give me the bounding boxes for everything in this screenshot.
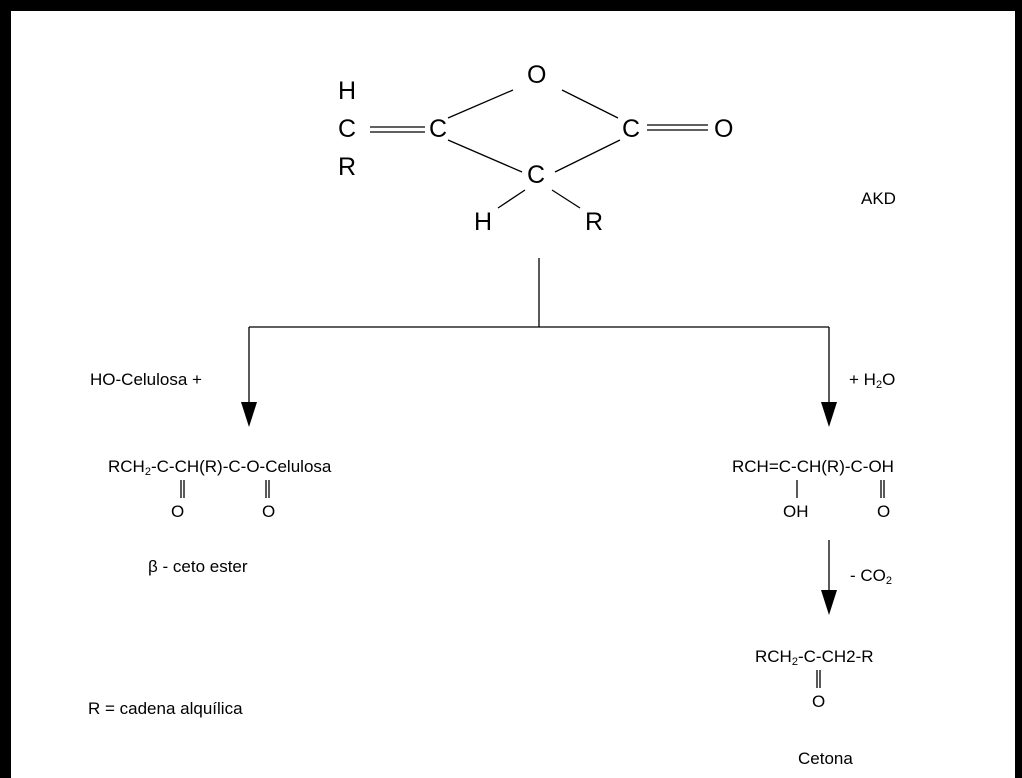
ester-carbonyl-2-o: O: [262, 502, 276, 521]
bond-o-c-right: [561, 89, 619, 119]
water-reagent-label: + H2O: [849, 370, 896, 391]
right-arrow-head: [821, 402, 837, 427]
bond-c-c-bottom-right: [554, 139, 621, 173]
ester-carbonyl-1-o: O: [171, 502, 185, 521]
ketone-name: Cetona: [798, 749, 853, 768]
atom-c-left: C: [338, 115, 357, 143]
beta-keto-ester-formula: RCH2-C-CH(R)-C-O-Celulosa: [108, 457, 332, 478]
atom-c-ring-left: C: [429, 115, 448, 143]
atom-h-bottom: H: [474, 208, 493, 236]
beta-keto-ester-name: β - ceto ester: [148, 557, 248, 576]
ketone-formula: RCH2-C-CH2-R: [755, 647, 874, 668]
atom-o-ring: O: [527, 61, 547, 89]
decarboxylation-arrow-head: [821, 590, 837, 615]
bond-c-o-left: [447, 89, 514, 119]
left-reagent-label: HO-Celulosa +: [90, 370, 202, 389]
atom-c-bottom: C: [527, 161, 546, 189]
akd-label: AKD: [861, 189, 896, 208]
r-legend: R = cadena alquílica: [88, 699, 243, 718]
bond-c-h: [497, 189, 526, 209]
atom-r-bottom: R: [585, 208, 604, 236]
atom-o-carbonyl: O: [714, 115, 734, 143]
enol-oh-label: OH: [783, 502, 809, 521]
bond-c-r: [551, 189, 581, 209]
atom-r-left: R: [338, 153, 357, 181]
decarboxylation-label: - CO2: [850, 566, 893, 587]
atom-h-top: H: [338, 77, 357, 105]
atom-c-ring-right: C: [622, 115, 641, 143]
left-arrow-head: [241, 402, 257, 427]
bond-c-c-bottom-left: [447, 139, 523, 173]
ketone-carbonyl-o: O: [812, 692, 826, 711]
acid-carbonyl-o: O: [877, 502, 891, 521]
enol-acid-formula: RCH=C-CH(R)-C-OH: [732, 457, 894, 476]
